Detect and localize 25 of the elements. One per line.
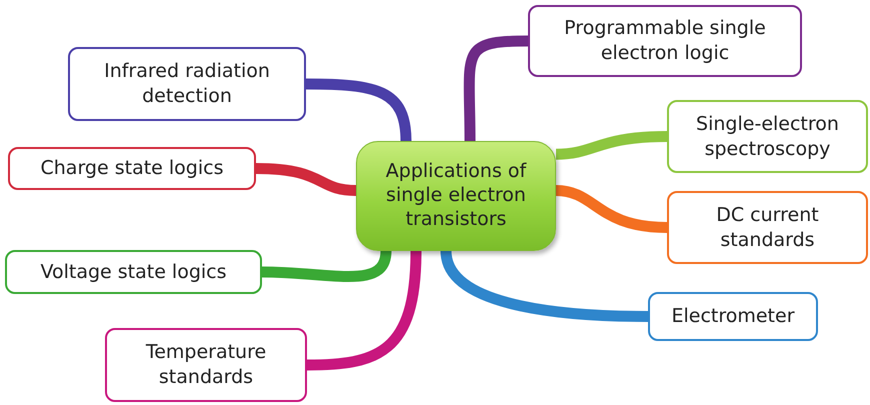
topic-box: [68, 47, 306, 121]
topic-box: [5, 250, 262, 294]
node-text: Voltage state logics: [40, 260, 227, 284]
topic-box: [667, 191, 868, 264]
node-text: Infrared radiation detection: [103, 59, 271, 109]
branch-connector: [262, 250, 392, 282]
node-text: Electrometer: [671, 304, 795, 329]
topic-box: [105, 328, 307, 402]
topic-box: [528, 5, 802, 77]
node-text: Temperature standards: [144, 340, 268, 390]
central-topic-box: [356, 141, 556, 251]
branch-connector: [256, 163, 356, 196]
branch-connector: [440, 250, 648, 322]
node-text: Single-electron spectroscopy: [695, 112, 840, 162]
branch-connector: [556, 131, 668, 160]
topic-box: [8, 147, 256, 190]
topic-box: [648, 292, 818, 341]
branch-connector: [464, 36, 528, 142]
branch-connector: [306, 250, 422, 370]
node-text: Charge state logics: [40, 156, 224, 181]
node-text: Programmable single electron logic: [563, 16, 767, 66]
topic-box: [667, 100, 868, 173]
node-text: Applications of single electron transistors: [384, 160, 528, 232]
branch-connector: [556, 185, 668, 233]
node-text: DC current standards: [715, 202, 820, 252]
